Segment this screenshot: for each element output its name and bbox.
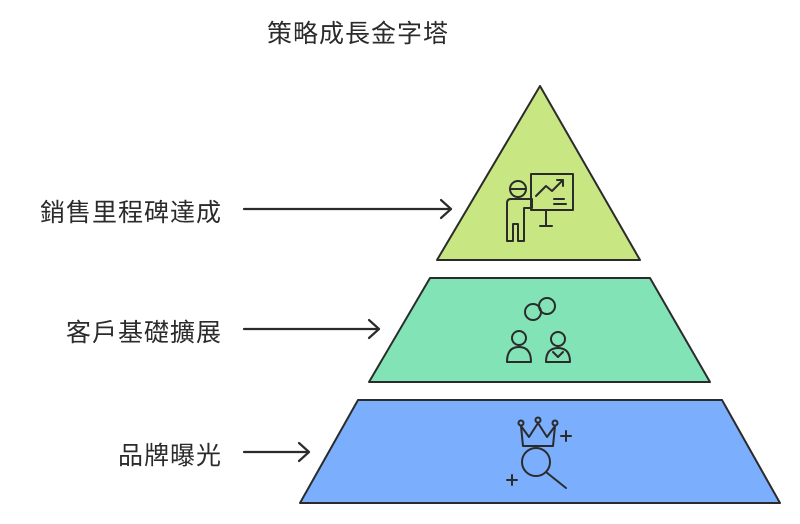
arrow-middle — [242, 318, 381, 340]
tier-middle — [368, 277, 711, 383]
arrow-bottom — [242, 441, 311, 463]
tier-bottom — [299, 399, 781, 504]
presentation-growth-icon — [506, 173, 574, 242]
crown-search-icon — [506, 416, 572, 489]
level-label-top: 銷售里程碑達成 — [39, 198, 222, 227]
level-label-middle: 客戶基礎擴展 — [65, 318, 222, 347]
page-title: 策略成長金字塔 — [266, 19, 449, 48]
arrow-top — [242, 198, 453, 220]
level-label-bottom: 品牌曝光 — [117, 441, 222, 470]
customer-network-icon — [506, 297, 571, 363]
